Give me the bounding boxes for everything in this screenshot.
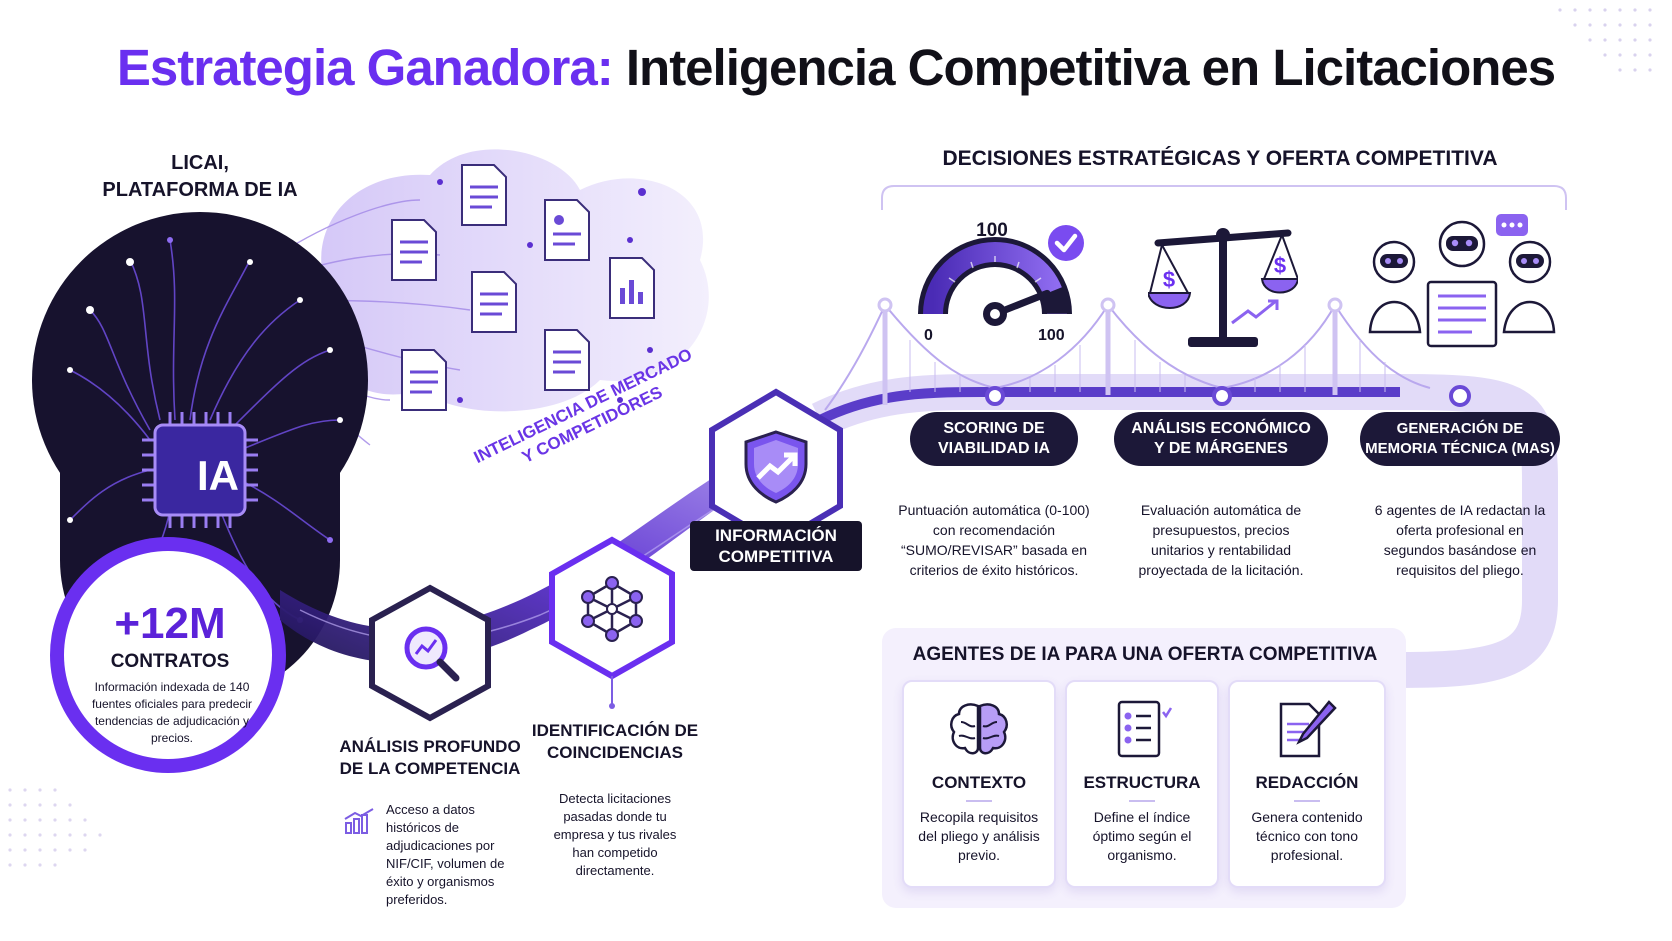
pill-viability-line-1: SCORING DE [943, 420, 1045, 437]
document-icon [391, 219, 437, 281]
document-icon [544, 329, 590, 391]
matching-title-line-2: COINCIDENCIAS [546, 743, 683, 762]
contracts-stat-circle [50, 537, 286, 773]
pill-viability-line-2: VIABILIDAD IA [938, 440, 1050, 457]
pill-memory-line-1: GENERACIÓN DE [1396, 420, 1524, 437]
pill-technical-memory: GENERACIÓN DE MEMORIA TÉCNICA (MAS) [1360, 412, 1560, 466]
gauge-min-value: 0 [924, 327, 933, 344]
document-icon [461, 164, 507, 226]
robot-right [1502, 240, 1556, 334]
agent-card-context-description: Recopila requisitos del pliego y análisi… [918, 809, 1040, 863]
platform-line-2: PLATAFORMA DE IA [102, 179, 298, 201]
platform-line-1: LICAI, [171, 152, 229, 174]
chart-document-icon [609, 257, 655, 319]
title-rest: Inteligencia Competitiva en Licitaciones [612, 39, 1556, 96]
gauge-max-value: 100 [1038, 327, 1065, 344]
document-icons [391, 164, 655, 411]
analysis-step-title: ANÁLISIS PROFUNDO DE LA COMPETENCIA [320, 736, 540, 780]
economic-description: Evaluación automática de presupuestos, p… [1138, 502, 1304, 578]
memory-description: 6 agentes de IA redactan la oferta profe… [1374, 502, 1546, 578]
contracts-label: CONTRATOS [110, 651, 230, 672]
shield-growth-icon [744, 430, 808, 504]
pill-viability-scoring: SCORING DE VIABILIDAD IA [910, 412, 1078, 466]
contracts-description: Información indexada de 140 fuentes ofic… [91, 680, 253, 745]
viability-gauge [918, 237, 1072, 326]
agent-card-writing-description: Genera contenido técnico con tono profes… [1251, 809, 1363, 863]
analysis-step-description: Acceso a datos históricos de adjudicacio… [386, 802, 505, 907]
decisions-bracket [881, 185, 1567, 210]
gauge-top-value: 100 [976, 220, 1008, 241]
pill-economic-line-2: Y DE MÁRGENES [1154, 440, 1288, 457]
page-title: Estrategia Ganadora: Inteligencia Compet… [0, 38, 1672, 97]
matching-step-title: IDENTIFICACIÓN DE COINCIDENCIAS [525, 720, 705, 764]
agent-card-context-title: CONTEXTO [931, 773, 1027, 792]
agents-title: AGENTES DE IA PARA UNA OFERTA COMPETITIV… [912, 644, 1378, 665]
matching-step-description: Detecta licitaciones pasadas donde tu em… [553, 791, 677, 878]
contracts-count: +12M [114, 599, 226, 648]
svg-text:$: $ [1274, 253, 1286, 278]
ai-chip-label: IA [197, 452, 239, 499]
pen-document-icon [1279, 700, 1337, 758]
matching-title-line-1: IDENTIFICACIÓN DE [531, 721, 699, 740]
info-badge-line-1: INFORMACIÓN [715, 526, 837, 545]
divider [966, 800, 992, 802]
bar-chart-icon [344, 808, 374, 834]
dot-texture-top-right [1558, 8, 1652, 72]
svg-text:$: $ [1163, 267, 1175, 292]
agent-card-structure-title: ESTRUCTURA [1083, 773, 1201, 792]
magnifier-chart-icon [404, 626, 460, 682]
brain-icon [950, 703, 1008, 755]
pill-economic-line-1: ANÁLISIS ECONÓMICO [1131, 420, 1311, 437]
decisions-title: DECISIONES ESTRATÉGICAS Y OFERTA COMPETI… [942, 147, 1498, 170]
document-icon [401, 349, 447, 411]
document-cloud [321, 149, 709, 412]
platform-heading: LICAI, PLATAFORMA DE IA [70, 150, 330, 204]
balance-scale-icon: $ $ [1148, 228, 1298, 347]
ai-agents-robots-icon [1368, 214, 1556, 348]
divider [1294, 800, 1320, 802]
dot-texture-bottom-left [8, 788, 102, 867]
divider [1129, 800, 1155, 802]
analysis-title-line-1: ANÁLISIS PROFUNDO [339, 737, 521, 756]
agent-card-structure-description: Define el índice óptimo según el organis… [1092, 809, 1192, 863]
info-badge-line-2: COMPETITIVA [718, 547, 834, 566]
network-icon [581, 576, 643, 642]
agent-card-writing-title: REDACCIÓN [1255, 773, 1359, 792]
gauge-fill [923, 242, 1067, 315]
check-badge-icon [1048, 225, 1084, 261]
analysis-title-line-2: DE LA COMPETENCIA [339, 759, 521, 778]
suspension-bridge [811, 297, 1558, 688]
document-icon [544, 199, 590, 261]
document-icon [471, 271, 517, 333]
checklist-icon [1117, 700, 1173, 758]
pill-memory-line-2: MEMORIA TÉCNICA (MAS) [1365, 440, 1555, 457]
pill-economic-analysis: ANÁLISIS ECONÓMICO Y DE MÁRGENES [1114, 412, 1328, 466]
competitive-info-badge: INFORMACIÓN COMPETITIVA [690, 521, 862, 571]
ai-chip-icon [142, 412, 258, 528]
viability-description: Puntuación automática (0-100) con recome… [898, 502, 1090, 578]
title-accent: Estrategia Ganadora: [116, 39, 614, 96]
robot-left [1368, 240, 1422, 334]
